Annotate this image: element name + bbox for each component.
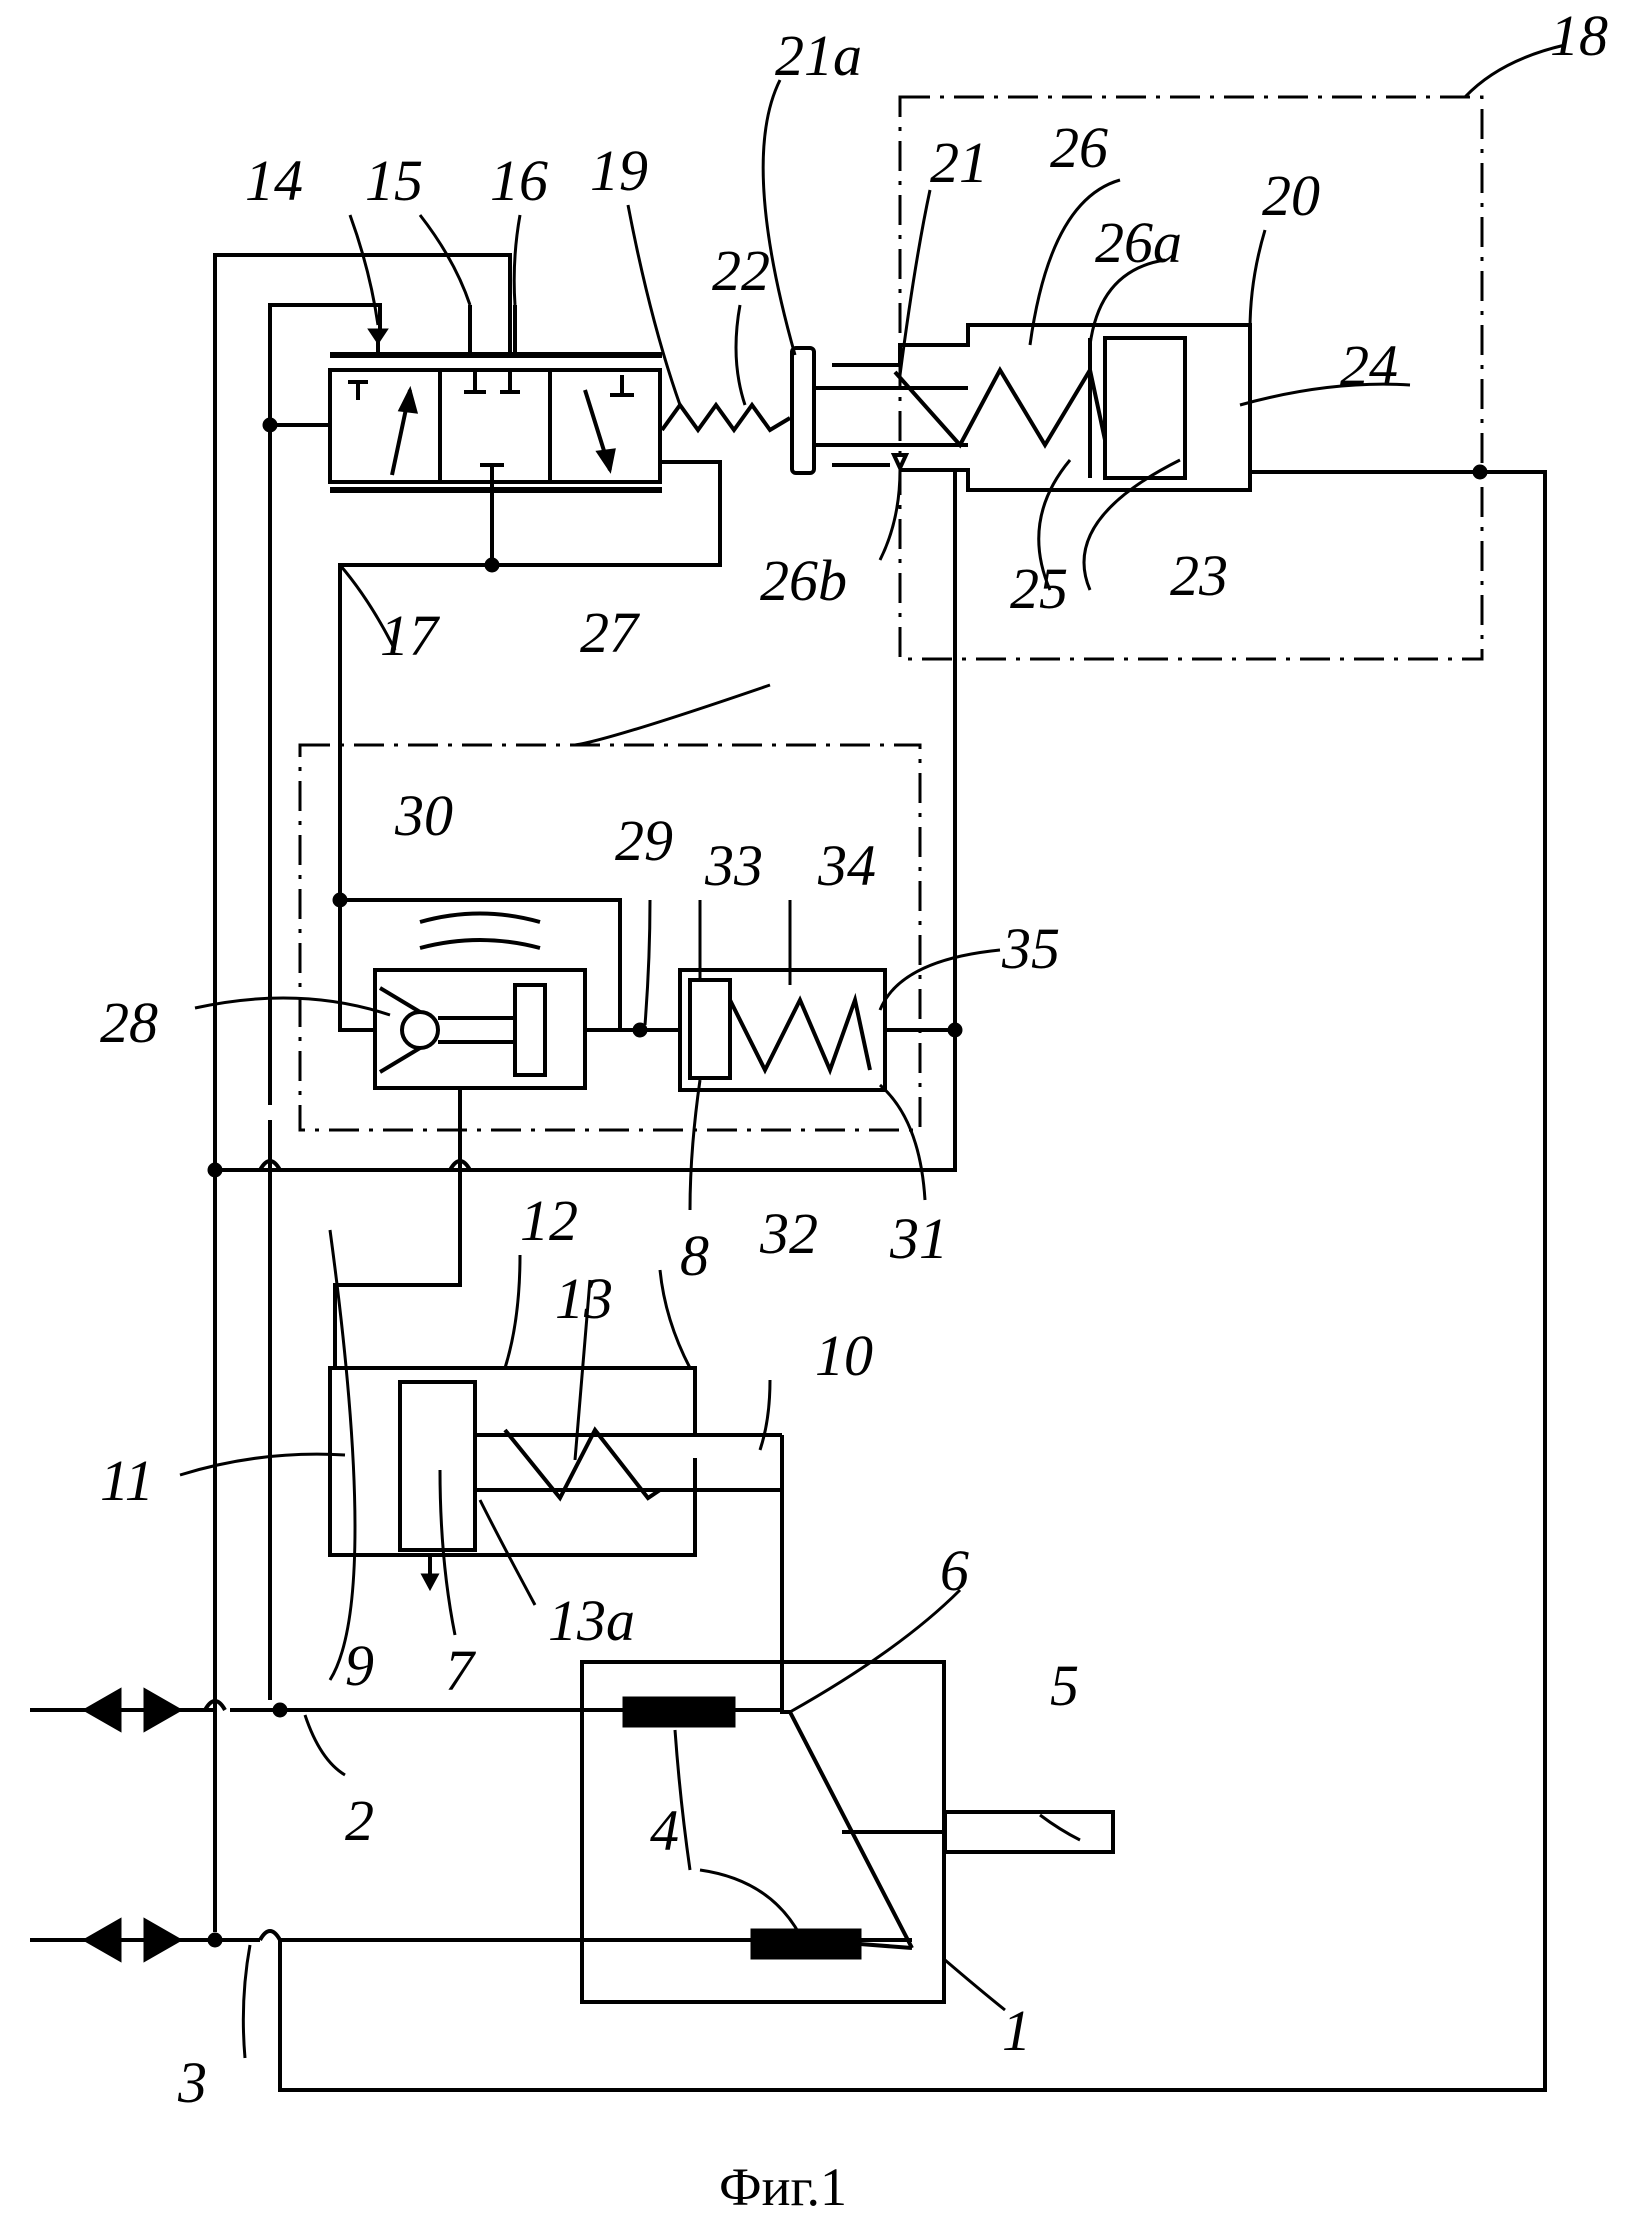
label-31: 31: [889, 1206, 948, 1271]
label-35: 35: [1001, 916, 1060, 981]
label-23: 23: [1170, 543, 1228, 608]
label-17: 17: [380, 603, 440, 668]
label-11: 11: [100, 1448, 154, 1513]
label-12: 12: [520, 1188, 578, 1253]
label-9: 9: [345, 1633, 374, 1698]
label-26a: 26a: [1095, 210, 1182, 275]
label-16: 16: [490, 148, 548, 213]
port-arrows: [85, 1690, 180, 1960]
label-14: 14: [245, 148, 303, 213]
reference-numerals: 14 15 16 19 22 21a 18 21 26 20 26a 24 26…: [100, 3, 1608, 2115]
label-20: 20: [1262, 163, 1320, 228]
label-29: 29: [615, 808, 673, 873]
hydraulic-lines: [30, 255, 1545, 2090]
label-3: 3: [177, 2050, 207, 2115]
label-22: 22: [712, 238, 770, 303]
label-26: 26: [1050, 115, 1108, 180]
label-1: 1: [1002, 1998, 1031, 2063]
assembly-27-boundary: [300, 745, 920, 1130]
label-26b: 26b: [760, 548, 847, 613]
label-13a: 13a: [548, 1588, 635, 1653]
throttle-30: [420, 914, 540, 923]
valve-28: [375, 970, 585, 1088]
label-7: 7: [445, 1638, 476, 1703]
label-30: 30: [394, 783, 453, 848]
accumulator-31: [680, 970, 885, 1090]
directional-valve-14: [330, 305, 662, 490]
label-27: 27: [580, 600, 640, 665]
label-34: 34: [817, 833, 876, 898]
spring-22: [662, 405, 790, 430]
label-21: 21: [930, 130, 988, 195]
label-21a: 21a: [775, 23, 862, 88]
actuator-20: [814, 325, 1250, 490]
label-4: 4: [650, 1798, 679, 1863]
label-28: 28: [100, 990, 158, 1055]
label-6: 6: [940, 1538, 969, 1603]
figure-caption: Фиг.1: [719, 2157, 847, 2217]
label-8: 8: [680, 1223, 709, 1288]
label-2: 2: [345, 1788, 374, 1853]
label-19: 19: [590, 138, 648, 203]
label-18: 18: [1550, 3, 1608, 68]
label-13: 13: [555, 1266, 613, 1331]
label-32: 32: [759, 1201, 818, 1266]
label-5: 5: [1050, 1653, 1079, 1718]
label-25: 25: [1010, 556, 1068, 621]
label-24: 24: [1340, 333, 1398, 398]
label-10: 10: [815, 1323, 873, 1388]
label-33: 33: [704, 833, 763, 898]
label-15: 15: [365, 148, 423, 213]
plate-21a: [792, 348, 814, 473]
cylinder-8: [330, 1368, 782, 1588]
